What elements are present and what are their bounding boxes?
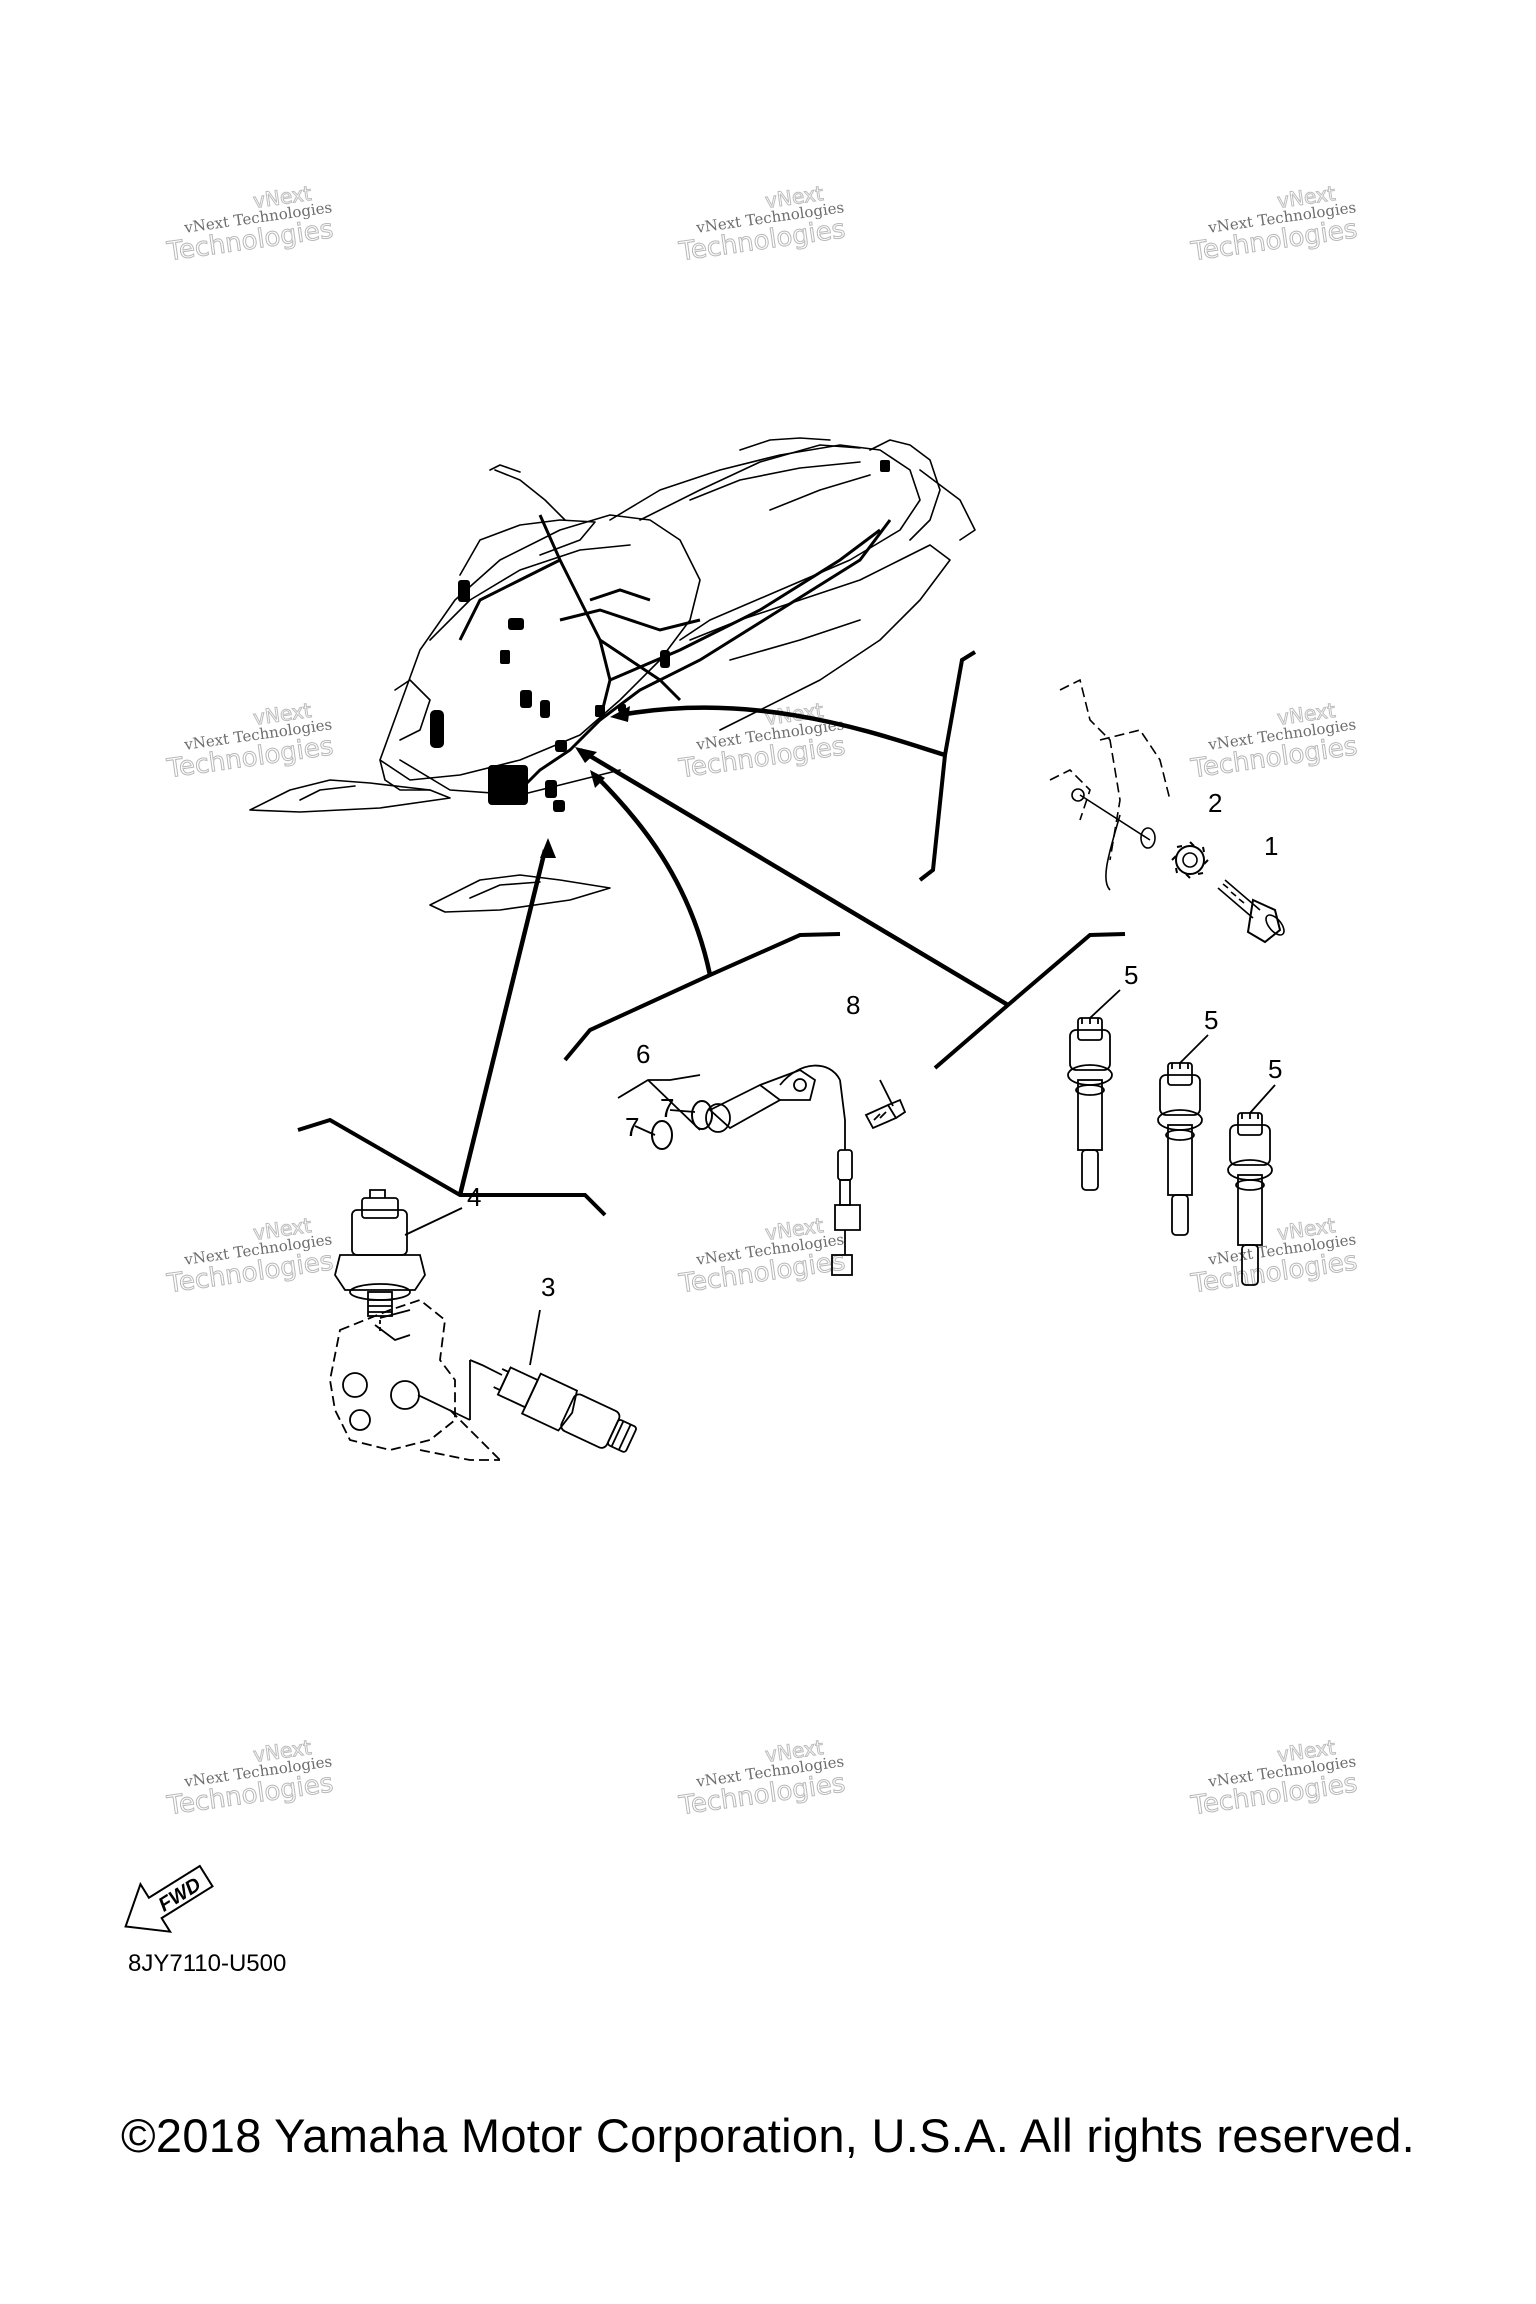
parts-group-1-2	[1049, 678, 1285, 944]
ignition-coil-2	[1157, 1062, 1203, 1236]
bolt-part	[1217, 879, 1285, 944]
callout-labels: 1 2 3 4 5 5 5 6 7 7 8	[467, 788, 1282, 1302]
callout-1: 1	[1264, 831, 1278, 861]
group-brackets	[297, 650, 1126, 1217]
callout-3: 3	[541, 1272, 555, 1302]
pressure-sensor-3	[493, 1366, 637, 1453]
leader-arrowheads	[540, 706, 630, 858]
parts-group-6-8-sensor	[617, 1064, 907, 1276]
lock-washer-part	[1171, 841, 1209, 879]
callout-6: 6	[636, 1039, 650, 1069]
leader-lines	[457, 705, 1010, 1196]
screw-part	[864, 1098, 907, 1130]
o-ring-1	[651, 1120, 673, 1150]
callout-5b: 5	[1204, 1005, 1218, 1035]
copyright-notice: ©2018 Yamaha Motor Corporation, U.S.A. A…	[120, 2109, 1416, 2162]
ignition-coil-3	[1227, 1112, 1273, 1286]
oil-pump-block	[329, 1298, 501, 1461]
harness-connectors	[430, 460, 890, 812]
callout-7b: 7	[660, 1093, 674, 1123]
pressure-sensor-4	[334, 1189, 426, 1317]
ignition-coil-1	[1067, 1017, 1113, 1191]
callout-4: 4	[467, 1182, 481, 1212]
speed-sensor-part	[705, 1064, 861, 1276]
callout-7a: 7	[625, 1112, 639, 1142]
parts-group-3-4-pressure-sensors	[329, 1189, 637, 1461]
block-solid	[342, 1309, 420, 1431]
callout-8: 8	[846, 990, 860, 1020]
o-ring-2	[691, 1100, 713, 1130]
parts-group-5-ignition-coils	[1067, 989, 1276, 1286]
callout-2: 2	[1208, 788, 1222, 818]
fwd-arrow-icon: FWD	[124, 1864, 214, 1933]
wiring-harness	[458, 514, 892, 792]
diagram-code: 8JY7110-U500	[128, 1950, 287, 1977]
callout-5c: 5	[1268, 1054, 1282, 1084]
snowmobile-illustration	[249, 437, 976, 913]
callout-5a: 5	[1124, 960, 1138, 990]
